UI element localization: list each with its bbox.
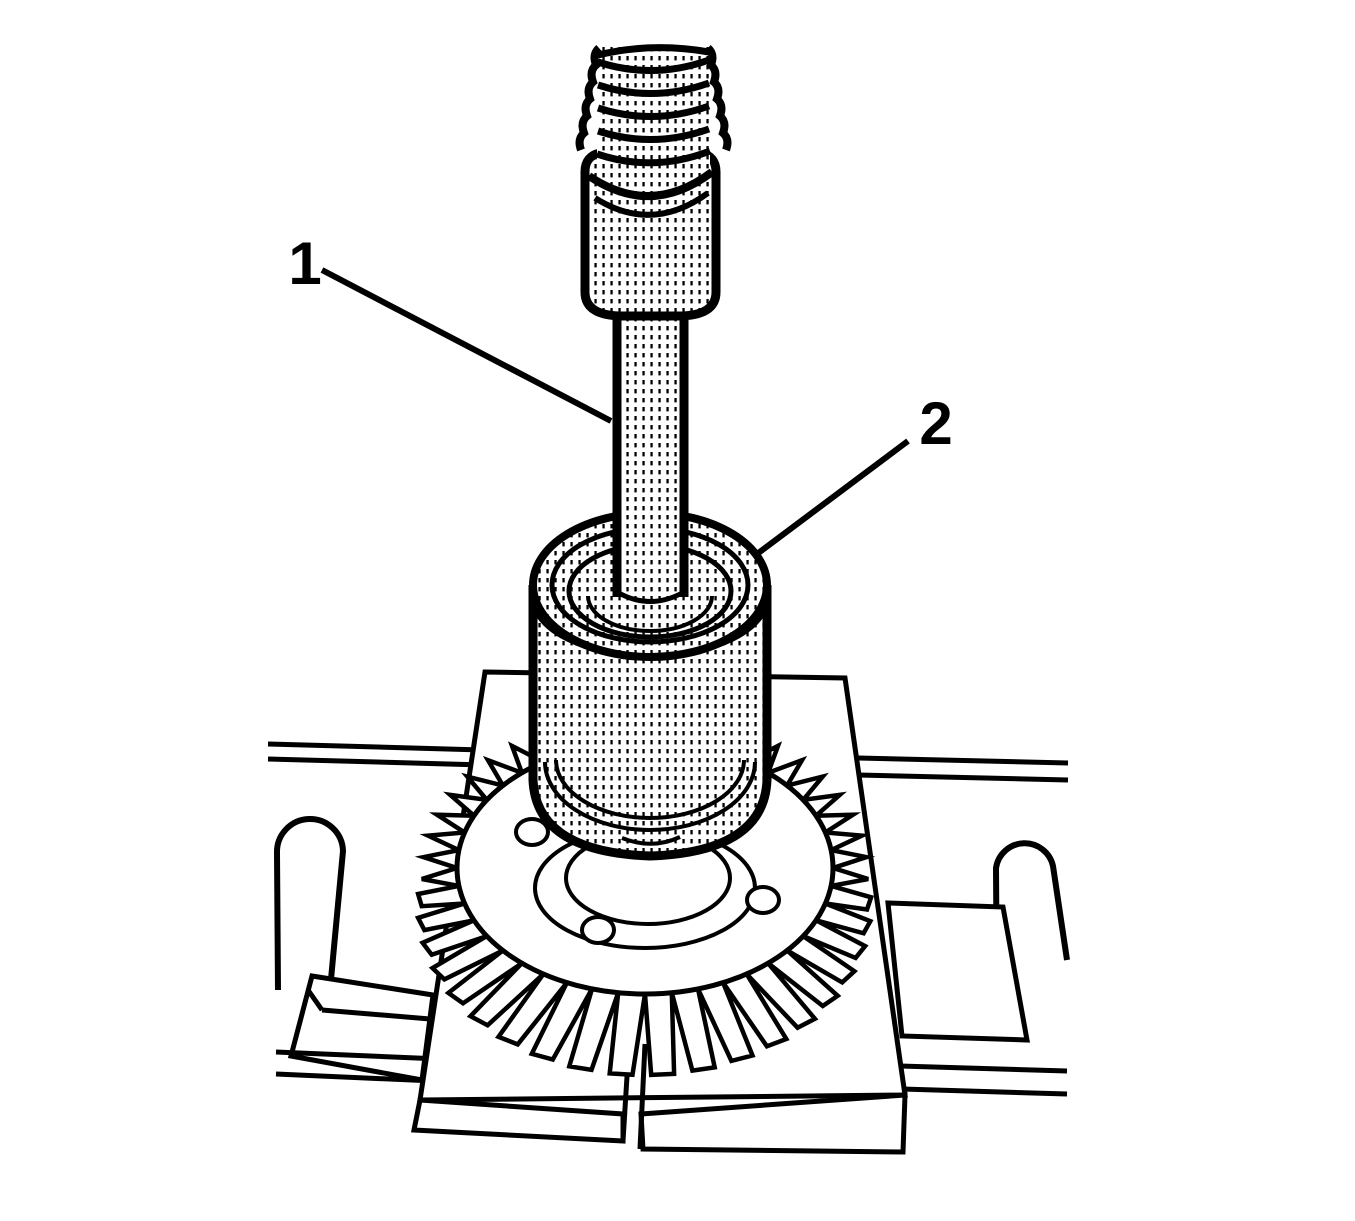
shaft-tip-arc [615, 589, 686, 604]
press-bed-rails-lower [275, 1049, 1068, 1097]
callout-1-label: 1 [288, 230, 321, 297]
left-post [273, 816, 347, 991]
left-support-block [287, 973, 436, 1083]
left-plate-front-face [410, 1097, 626, 1144]
sleeve-body [528, 585, 772, 861]
thread-side [705, 44, 732, 152]
gear-bolt-hole [745, 885, 781, 915]
threaded-drive-shaft [575, 44, 732, 604]
rail-line [899, 1063, 1068, 1074]
left-block-edge [321, 1007, 431, 1022]
rail-line [857, 755, 1069, 766]
thread-crest [595, 147, 712, 167]
shaft-boss [580, 148, 721, 321]
rail-line [857, 772, 1069, 783]
thread-crest [596, 125, 711, 144]
support-blocks [287, 900, 1031, 1083]
callout-1: 1 [288, 230, 613, 424]
plate-gap-line [637, 1043, 648, 1150]
left-block-edge [305, 988, 325, 1012]
callout-2: 2 [755, 390, 953, 557]
rail-line [275, 1049, 441, 1062]
boss-neck-arc [593, 190, 710, 218]
thread-crest [596, 56, 711, 75]
sleeve-recess-inner-arc [586, 595, 714, 633]
rail-line [275, 1071, 435, 1084]
callout-1-leader-line [320, 267, 613, 424]
callout-2-label: 2 [919, 390, 952, 457]
boss-neck-arc [586, 168, 715, 200]
thread-crest [597, 44, 710, 59]
sleeve-bottom-arc [543, 761, 757, 832]
right-plate-front-face [638, 1092, 908, 1155]
gear-bolt-hole [514, 817, 550, 847]
right-support-block [885, 900, 1031, 1043]
thread-side [575, 44, 602, 152]
sleeve-bottom-arc [621, 835, 681, 846]
rail-line [901, 1086, 1068, 1097]
thread-crest [596, 79, 711, 98]
sleeve-bottom-arc [554, 759, 746, 820]
shaft-fill [614, 300, 687, 600]
gear-bolt-hole [580, 915, 616, 945]
thread-crest [596, 102, 711, 121]
callout-2-leader-line [755, 438, 910, 557]
